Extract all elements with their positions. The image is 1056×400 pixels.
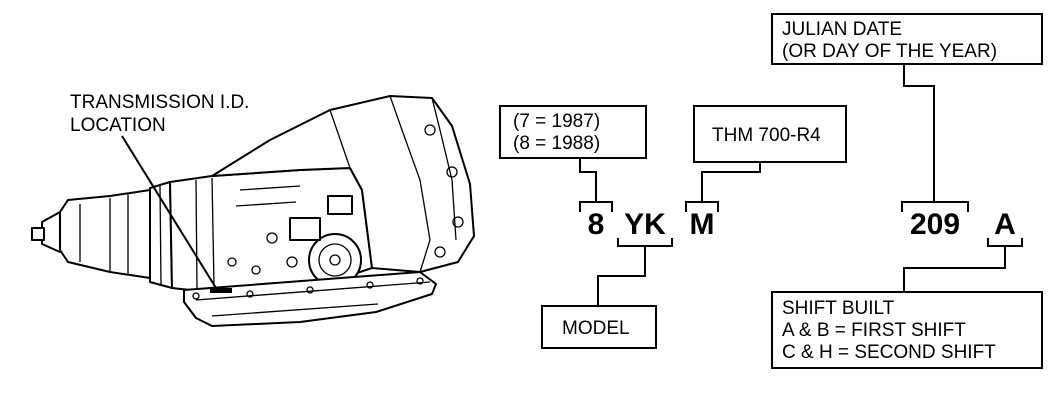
plant-code: YK (624, 208, 666, 241)
shift-connector (903, 246, 1006, 292)
year-connector (579, 158, 597, 202)
julian-date-box (771, 13, 1043, 65)
model-box (541, 305, 657, 349)
year-box (499, 105, 647, 159)
model-name-text: THM 700-R4 (712, 125, 821, 146)
julian-date-line2: (OR DAY OF THE YEAR) (782, 41, 997, 62)
model-name-box (693, 105, 847, 163)
location-label-line2: LOCATION (70, 115, 166, 136)
shift-built-line3: C & H = SECOND SHIFT (782, 342, 996, 363)
julian-date-line1: JULIAN DATE (782, 19, 902, 40)
location-label-line1: TRANSMISSION I.D. (70, 92, 249, 113)
julian-connector (903, 64, 935, 202)
shift-built-box (771, 291, 1043, 369)
julian-code-bracket (901, 201, 969, 212)
location-leader-line (121, 135, 217, 289)
year-code-bracket (579, 201, 613, 212)
shift-built-line1: SHIFT BUILT (782, 298, 895, 319)
year-box-line1: (7 = 1987) (513, 111, 600, 132)
transmission-illustration (31, 95, 475, 327)
model-box-text: MODEL (562, 318, 630, 339)
model-name-connector (701, 162, 761, 202)
model-code-bracket (685, 201, 719, 212)
shift-code: A (994, 208, 1016, 241)
year-box-line2: (8 = 1988) (513, 133, 600, 154)
shift-built-line2: A & B = FIRST SHIFT (782, 320, 966, 341)
year-code: 8 (588, 208, 605, 241)
model-code: M (690, 208, 715, 241)
julian-code: 209 (910, 208, 960, 241)
plant-connector (597, 246, 646, 306)
